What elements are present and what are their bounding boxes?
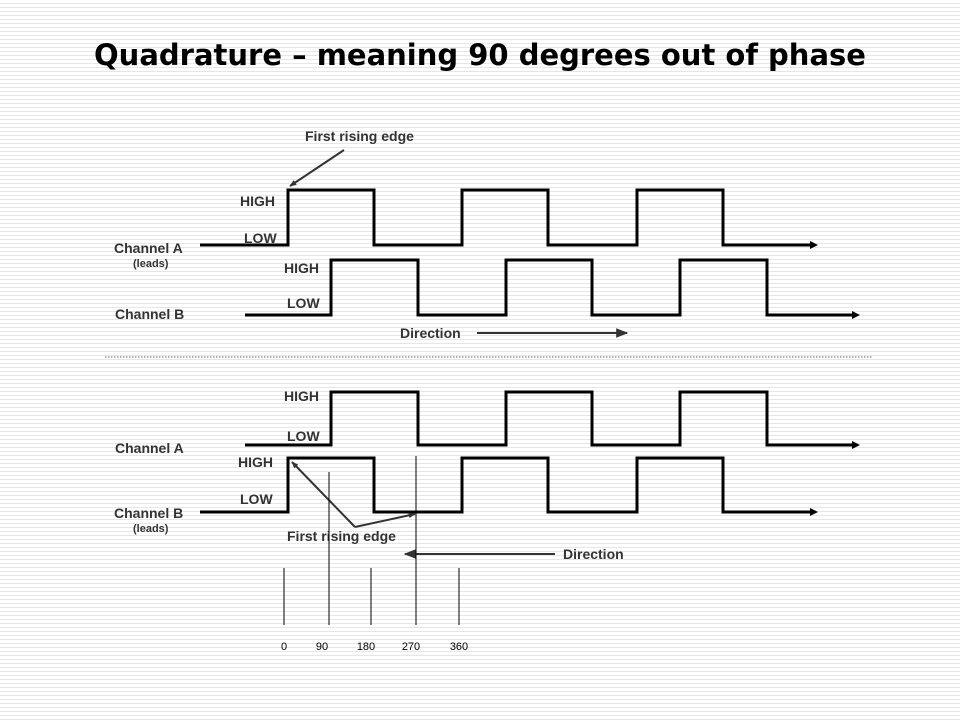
bottom-channel-b-leads-note: (leads) [133, 523, 169, 535]
top-channel-b-waveform [245, 258, 852, 317]
phase-tick-label-90: 90 [316, 641, 328, 653]
bottom-direction-label: Direction [563, 546, 624, 562]
bottom-channel-a-end-arrow [852, 441, 860, 449]
phase-tick-label-180: 180 [357, 641, 375, 653]
bottom-channel-a-low-label: LOW [287, 428, 320, 444]
phase-markers: 0 90 180 270 360 [281, 456, 468, 653]
top-channel-a-high-label: HIGH [240, 193, 275, 209]
top-diagram: First rising edge HIGH LOW Channel A (le… [114, 128, 860, 341]
top-channel-b-low-label: LOW [287, 295, 320, 311]
top-channel-a-low-label: LOW [244, 230, 277, 246]
phase-tick-label-360: 360 [450, 641, 468, 653]
bottom-channel-b-high-label: HIGH [238, 454, 273, 470]
bottom-first-rising-edge-arrow-up [291, 461, 356, 528]
bottom-channel-b-end-arrow [810, 508, 818, 516]
top-channel-a-label: Channel A [114, 240, 183, 256]
top-channel-b-high-label: HIGH [284, 260, 319, 276]
top-channel-a-waveform [200, 188, 810, 247]
top-channel-b-label: Channel B [115, 306, 184, 322]
bottom-channel-a-waveform [245, 390, 852, 447]
phase-tick-label-0: 0 [281, 641, 287, 653]
bottom-channel-b-label: Channel B [114, 505, 183, 521]
phase-tick-label-270: 270 [402, 641, 420, 653]
top-channel-a-end-arrow [810, 241, 818, 249]
bottom-channel-a-label: Channel A [115, 440, 184, 456]
bottom-channel-b-low-label: LOW [240, 491, 273, 507]
bottom-diagram: HIGH LOW Channel A HIGH LOW Channel B (l… [114, 388, 860, 562]
top-channel-a-leads-note: (leads) [133, 258, 169, 270]
top-first-rising-edge-label: First rising edge [305, 128, 414, 144]
bottom-first-rising-edge-arrow-right [354, 512, 416, 528]
bottom-channel-a-high-label: HIGH [284, 388, 319, 404]
top-first-rising-edge-arrow [289, 149, 345, 187]
top-direction-label: Direction [400, 325, 461, 341]
bottom-first-rising-edge-label: First rising edge [287, 528, 396, 544]
top-channel-b-end-arrow [852, 311, 860, 319]
slide-title: Quadrature – meaning 90 degrees out of p… [94, 38, 866, 72]
bottom-channel-b-waveform [200, 456, 810, 514]
